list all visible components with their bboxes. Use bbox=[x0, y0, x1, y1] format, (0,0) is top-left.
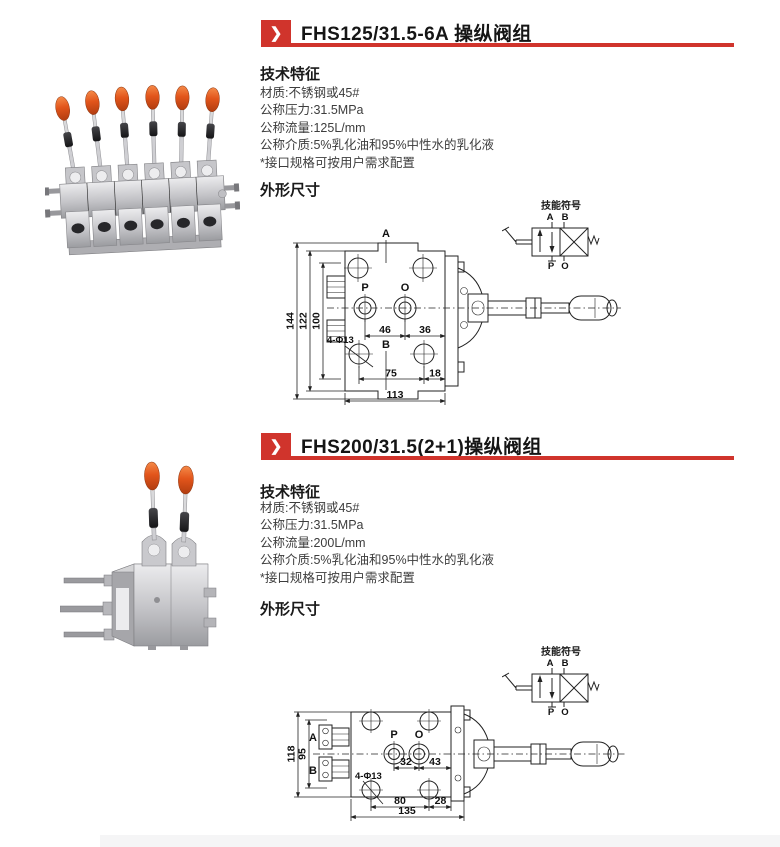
directional-valve-symbol: A B P O bbox=[502, 212, 600, 270]
lever-brackets bbox=[141, 534, 197, 567]
dimension-drawing-fhs125: P O A B bbox=[285, 228, 621, 405]
dimensions-heading: 外形尺寸 bbox=[260, 182, 321, 199]
port-o-label: O bbox=[415, 729, 424, 741]
port-a-label: A bbox=[382, 228, 390, 240]
dim-label-135: 135 bbox=[398, 805, 416, 817]
dim-label-46: 46 bbox=[379, 324, 391, 336]
spec-line: 公称流量:200L/mm bbox=[260, 535, 366, 550]
hydraulic-symbol-block: 技能符号 A B P O bbox=[502, 197, 620, 270]
o-port bbox=[393, 294, 417, 322]
chevron-right-icon: ❯ bbox=[261, 433, 291, 459]
symbol-port-a: A bbox=[547, 212, 554, 223]
holes-label: 4-Φ13 bbox=[327, 335, 354, 346]
section-fhs125: ❯ FHS125/31.5-6A 操纵阀组 技术特征 材质:不锈钢或45# 公称… bbox=[45, 20, 734, 405]
symbol-port-a: A bbox=[547, 658, 554, 669]
title-underline bbox=[261, 456, 734, 460]
dim-label-95: 95 bbox=[297, 748, 309, 760]
hydraulic-symbol-block: 技能符号 A B P O bbox=[502, 643, 620, 716]
spec-line: 公称压力:31.5MPa bbox=[260, 518, 364, 533]
lever-assembly bbox=[444, 255, 618, 387]
lever-brackets bbox=[64, 159, 218, 187]
dimension-lines bbox=[295, 242, 446, 403]
spec-line: 公称压力:31.5MPa bbox=[260, 103, 364, 118]
dimension-lines bbox=[296, 711, 465, 819]
port-b-label: B bbox=[382, 339, 390, 351]
dim-label-75: 75 bbox=[385, 368, 397, 380]
port-b-label: B bbox=[309, 765, 317, 777]
valve-bank-base bbox=[68, 233, 222, 256]
spec-line: 公称介质:5%乳化油和95%中性水的乳化液 bbox=[260, 138, 495, 153]
dim-label-28: 28 bbox=[435, 795, 447, 807]
holes-label: 4-Φ13 bbox=[355, 771, 382, 782]
port-a-label: A bbox=[309, 732, 317, 744]
spring-symbol bbox=[587, 680, 600, 692]
symbol-port-p: P bbox=[548, 707, 555, 716]
lever-row bbox=[144, 461, 194, 543]
dimension-drawing-fhs200: A B P O bbox=[286, 705, 626, 821]
dim-label-36: 36 bbox=[419, 324, 431, 336]
page-footer-strip bbox=[100, 835, 780, 847]
side-studs bbox=[45, 183, 240, 218]
tech-features-heading: 技术特征 bbox=[260, 66, 321, 83]
dim-label-122: 122 bbox=[298, 312, 310, 330]
valve-body bbox=[111, 563, 217, 650]
side-port-blocks bbox=[326, 275, 346, 343]
dim-label-113: 113 bbox=[387, 389, 404, 401]
side-studs bbox=[60, 574, 115, 641]
symbol-label: 技能符号 bbox=[541, 647, 581, 658]
b-fitting bbox=[318, 756, 350, 782]
dim-label-32: 32 bbox=[400, 756, 412, 768]
dim-label-144: 144 bbox=[285, 312, 297, 330]
section-title: FHS200/31.5(2+1)操纵阀组 bbox=[301, 437, 542, 458]
spec-line: 公称流量:125L/mm bbox=[260, 120, 366, 135]
symbol-port-o: O bbox=[561, 261, 568, 270]
chevron-right-icon: ❯ bbox=[261, 20, 291, 46]
symbol-label: 技能符号 bbox=[541, 201, 581, 212]
section-title-bar: ❯ FHS200/31.5(2+1)操纵阀组 bbox=[260, 433, 734, 463]
dim-label-100: 100 bbox=[311, 312, 323, 330]
mounting-holes bbox=[344, 254, 438, 368]
dim-label-80: 80 bbox=[394, 795, 406, 807]
spring-symbol bbox=[587, 234, 600, 246]
spec-line: 公称介质:5%乳化油和95%中性水的乳化液 bbox=[260, 553, 495, 568]
spec-list: 材质:不锈钢或45# 公称压力:31.5MPa 公称流量:125L/mm 公称介… bbox=[260, 85, 494, 172]
port-o-label: O bbox=[401, 282, 410, 294]
lever-actuator-symbol bbox=[502, 672, 532, 691]
symbol-port-o: O bbox=[561, 707, 568, 716]
dimensions-heading: 外形尺寸 bbox=[260, 601, 321, 618]
section-title: FHS125/31.5-6A 操纵阀组 bbox=[301, 24, 532, 45]
section-title-bar: ❯ FHS125/31.5-6A 操纵阀组 bbox=[260, 20, 734, 50]
tech-features-heading: 技术特征 bbox=[260, 484, 321, 501]
directional-valve-symbol: A B P O bbox=[502, 658, 600, 716]
port-p-label: P bbox=[361, 282, 368, 294]
a-fitting bbox=[318, 724, 350, 750]
spec-list: 材质:不锈钢或45# 公称压力:31.5MPa 公称流量:200L/mm 公称介… bbox=[260, 500, 494, 587]
symbol-port-b: B bbox=[562, 212, 569, 223]
dim-label-43: 43 bbox=[429, 756, 441, 768]
product-photo-two-lever-valve bbox=[60, 461, 217, 650]
spec-line: *接口规格可按用户需求配置 bbox=[260, 570, 415, 585]
lever-actuator-symbol bbox=[502, 226, 532, 245]
lever-assembly bbox=[450, 705, 619, 802]
lever-row bbox=[55, 85, 220, 179]
title-underline bbox=[261, 43, 734, 47]
dim-label-118: 118 bbox=[286, 745, 298, 762]
dim-label-18: 18 bbox=[429, 368, 441, 380]
spec-line: *接口规格可按用户需求配置 bbox=[260, 155, 415, 170]
spec-line: 材质:不锈钢或45# bbox=[260, 86, 360, 100]
port-blocks bbox=[65, 203, 223, 249]
symbol-port-p: P bbox=[548, 261, 555, 270]
spec-line: 材质:不锈钢或45# bbox=[260, 501, 360, 515]
port-p-label: P bbox=[390, 729, 397, 741]
product-photo-six-lever-valve bbox=[45, 85, 240, 256]
valve-bank-illustration bbox=[45, 85, 240, 256]
section-fhs200: ❯ FHS200/31.5(2+1)操纵阀组 技术特征 材质:不锈钢或45# 公… bbox=[0, 430, 780, 847]
symbol-port-b: B bbox=[562, 658, 569, 669]
